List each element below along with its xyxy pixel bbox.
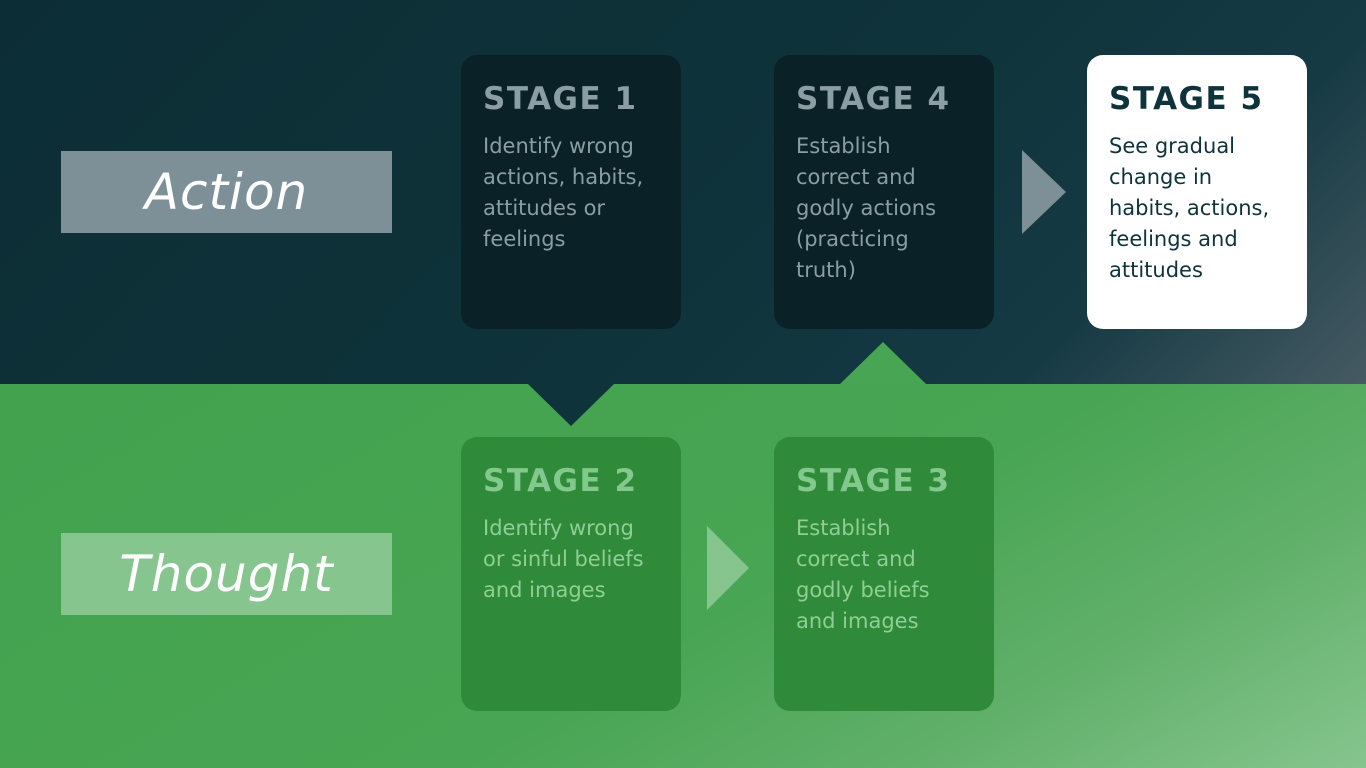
- stage-5-card: STAGE 5 See gradual change in habits, ac…: [1087, 55, 1307, 329]
- arrow-up-icon: [840, 342, 926, 384]
- action-row-label: Action: [61, 151, 392, 233]
- stage-2-line: and images: [483, 578, 606, 602]
- stage-5-title: STAGE 5: [1109, 81, 1264, 117]
- stage-1-line: attitudes or: [483, 196, 606, 220]
- stage-4-text: Establish correct and godly actions (pra…: [796, 131, 972, 286]
- stage-2-text: Identify wrong or sinful beliefs and ima…: [483, 513, 659, 606]
- stage-3-line: correct and: [796, 547, 916, 571]
- stage-4-title: STAGE 4: [796, 81, 951, 117]
- stage-2-card: STAGE 2 Identify wrong or sinful beliefs…: [461, 437, 681, 711]
- stage-3-line: godly beliefs: [796, 578, 930, 602]
- stage-1-line: actions, habits,: [483, 165, 644, 189]
- stage-3-card: STAGE 3 Establish correct and godly beli…: [774, 437, 994, 711]
- stage-5-text: See gradual change in habits, actions, f…: [1109, 131, 1285, 286]
- arrow-right-top-icon: [1022, 150, 1066, 234]
- stage-3-title: STAGE 3: [796, 463, 951, 499]
- stage-1-line: Identify wrong: [483, 134, 634, 158]
- stage-2-line: or sinful beliefs: [483, 547, 644, 571]
- stage-1-text: Identify wrong actions, habits, attitude…: [483, 131, 659, 255]
- stage-2-line: Identify wrong: [483, 516, 634, 540]
- stage-4-line: correct and: [796, 165, 916, 189]
- stage-1-card: STAGE 1 Identify wrong actions, habits, …: [461, 55, 681, 329]
- stage-5-line: change in: [1109, 165, 1213, 189]
- arrow-down-icon: [528, 384, 614, 426]
- stage-5-line: See gradual: [1109, 134, 1236, 158]
- stage-3-line: Establish: [796, 516, 891, 540]
- stage-2-title: STAGE 2: [483, 463, 638, 499]
- stage-3-line: and images: [796, 609, 919, 633]
- stage-3-text: Establish correct and godly beliefs and …: [796, 513, 972, 637]
- stage-5-line: feelings and: [1109, 227, 1238, 251]
- stage-1-title: STAGE 1: [483, 81, 638, 117]
- arrow-right-bottom-icon: [707, 526, 749, 610]
- stage-1-line: feelings: [483, 227, 566, 251]
- thought-row-label: Thought: [61, 533, 392, 615]
- stage-4-card: STAGE 4 Establish correct and godly acti…: [774, 55, 994, 329]
- stage-4-line: godly actions: [796, 196, 937, 220]
- stage-4-line: (practicing: [796, 227, 909, 251]
- stage-4-line: truth): [796, 258, 856, 282]
- stage-5-line: attitudes: [1109, 258, 1203, 282]
- stage-4-line: Establish: [796, 134, 891, 158]
- stage-5-line: habits, actions,: [1109, 196, 1270, 220]
